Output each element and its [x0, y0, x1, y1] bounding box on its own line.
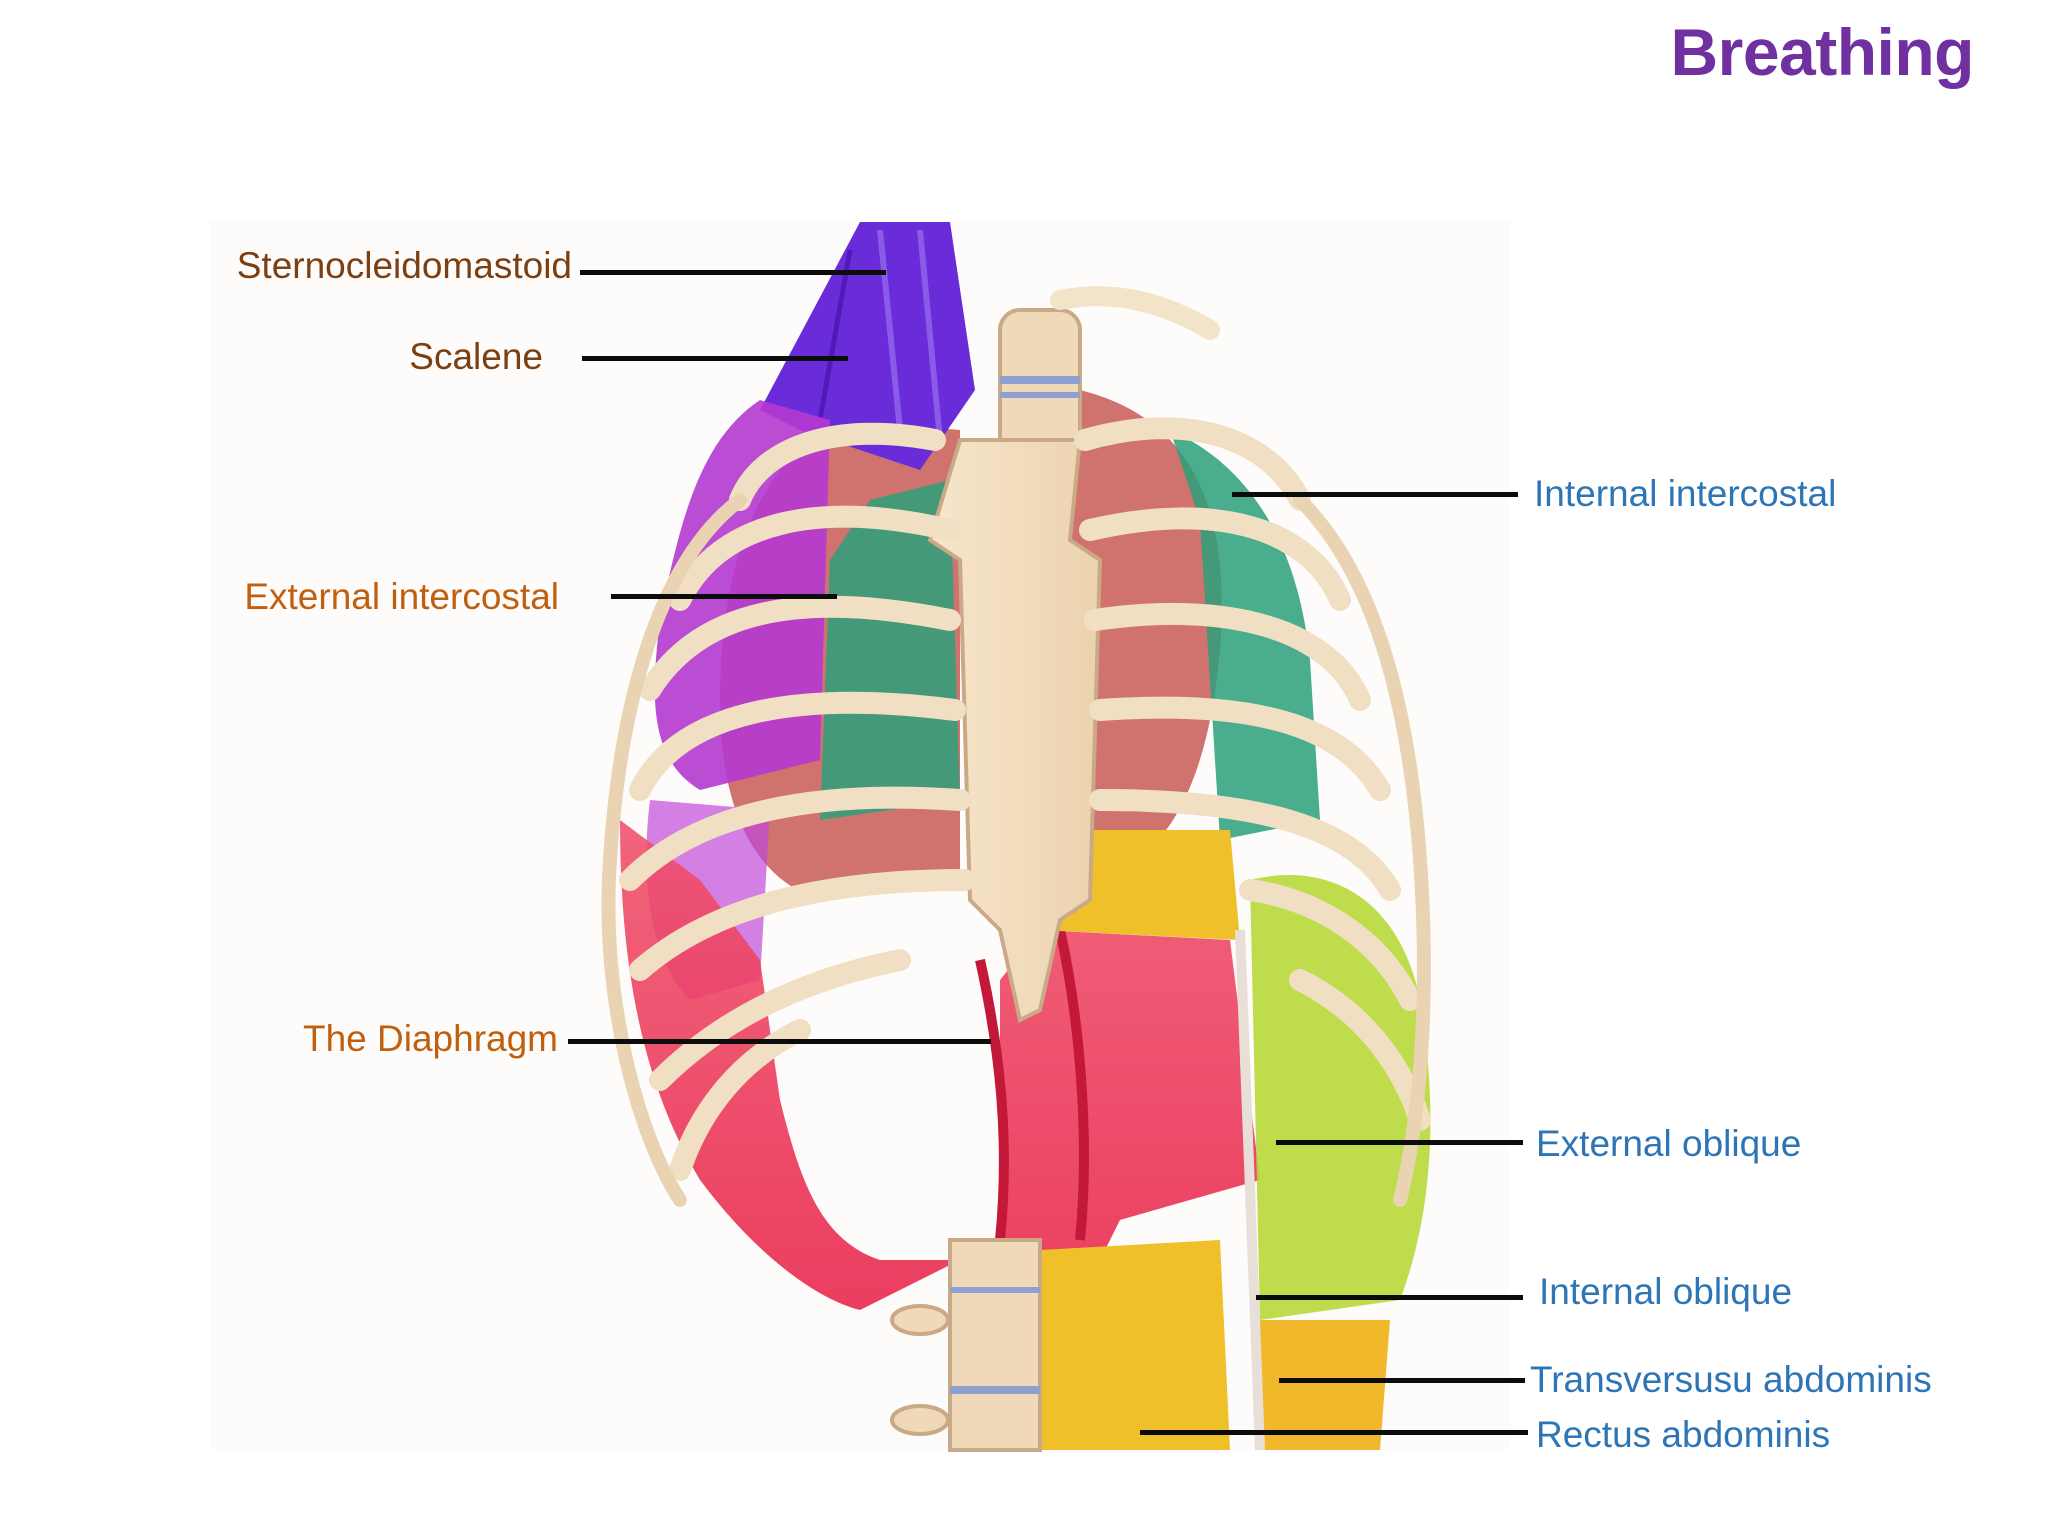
label-rectus-abdominis: Rectus abdominis — [1536, 1414, 1831, 1455]
leader-line-external-intercostal — [611, 594, 837, 599]
label-external-oblique: External oblique — [1536, 1123, 1802, 1164]
label-external-intercostal: External intercostal — [244, 576, 559, 617]
leader-line-diaphragm — [568, 1039, 991, 1044]
slide-title: Breathing — [1670, 15, 1974, 89]
internal-intercostal-muscle — [820, 430, 1320, 840]
label-diaphragm: The Diaphragm — [302, 1018, 558, 1059]
diaphragm-muscle — [620, 820, 1260, 1310]
sternocleidomastoid-scalene-muscle — [760, 222, 975, 470]
leader-line-rectus-abdominis — [1140, 1430, 1528, 1435]
clavicles — [1050, 286, 1220, 340]
label-scalene: Scalene — [409, 336, 543, 377]
leader-line-internal-intercostal — [1232, 492, 1518, 497]
leader-line-external-oblique — [1276, 1140, 1523, 1145]
label-internal-intercostal: Internal intercostal — [1534, 473, 1837, 514]
leader-line-sternocleidomastoid — [580, 270, 886, 275]
leader-line-scalene — [582, 356, 848, 361]
trachea — [998, 308, 1082, 462]
leader-line-internal-oblique — [1256, 1295, 1523, 1300]
label-sternocleidomastoid: Sternocleidomastoid — [236, 245, 572, 286]
label-transversus-abdominis: Transversusu abdominis — [1530, 1359, 1932, 1400]
spine — [890, 1238, 1042, 1452]
leader-line-transversus-abdominis — [1279, 1378, 1525, 1383]
label-internal-oblique: Internal oblique — [1539, 1271, 1793, 1312]
ribs-right — [1074, 417, 1431, 1207]
